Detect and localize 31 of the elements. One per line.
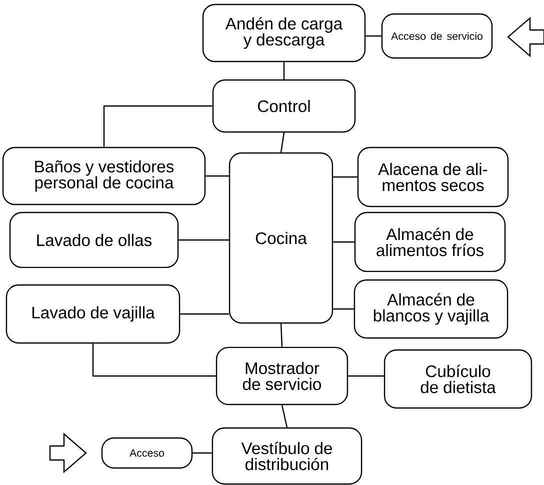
room-box: Cocina — [228, 152, 334, 324]
entrance-arrow — [49, 432, 87, 474]
room-box: Mostrador de servicio — [216, 346, 348, 406]
room-box: Control — [212, 79, 356, 133]
connector-line — [178, 239, 229, 241]
room-box: Lavado de vajilla — [6, 284, 180, 344]
room-box: Acceso de servicio — [381, 13, 493, 59]
entrance-arrow — [507, 16, 544, 58]
connector-line — [280, 324, 283, 347]
room-box: Andén de carga y descarga — [202, 4, 366, 62]
room-box: Cubículo de dietista — [384, 349, 532, 409]
connector-line — [366, 35, 382, 37]
connector-line — [283, 62, 285, 80]
connector-line — [103, 105, 212, 147]
room-box: Alacena de ali- mentos secos — [357, 146, 509, 208]
connector-line — [333, 176, 358, 178]
connector-line — [348, 375, 384, 377]
connector-line — [180, 313, 229, 315]
connector-line — [333, 308, 354, 310]
room-box: Lavado de ollas — [9, 212, 179, 268]
room-box: Almacén de blancos y vajilla — [354, 279, 508, 339]
connector-line — [92, 344, 216, 377]
room-box: Acceso — [101, 437, 193, 469]
connector-line — [280, 132, 285, 152]
room-box: Vestíbulo de distribución — [212, 427, 362, 485]
connector-line — [192, 452, 212, 454]
connector-line — [281, 405, 288, 428]
room-box: Baños y vestidores personal de cocina — [2, 146, 206, 206]
room-box: Almacén de alimentos fríos — [354, 212, 506, 272]
connector-line — [206, 175, 229, 177]
connector-line — [333, 241, 354, 243]
